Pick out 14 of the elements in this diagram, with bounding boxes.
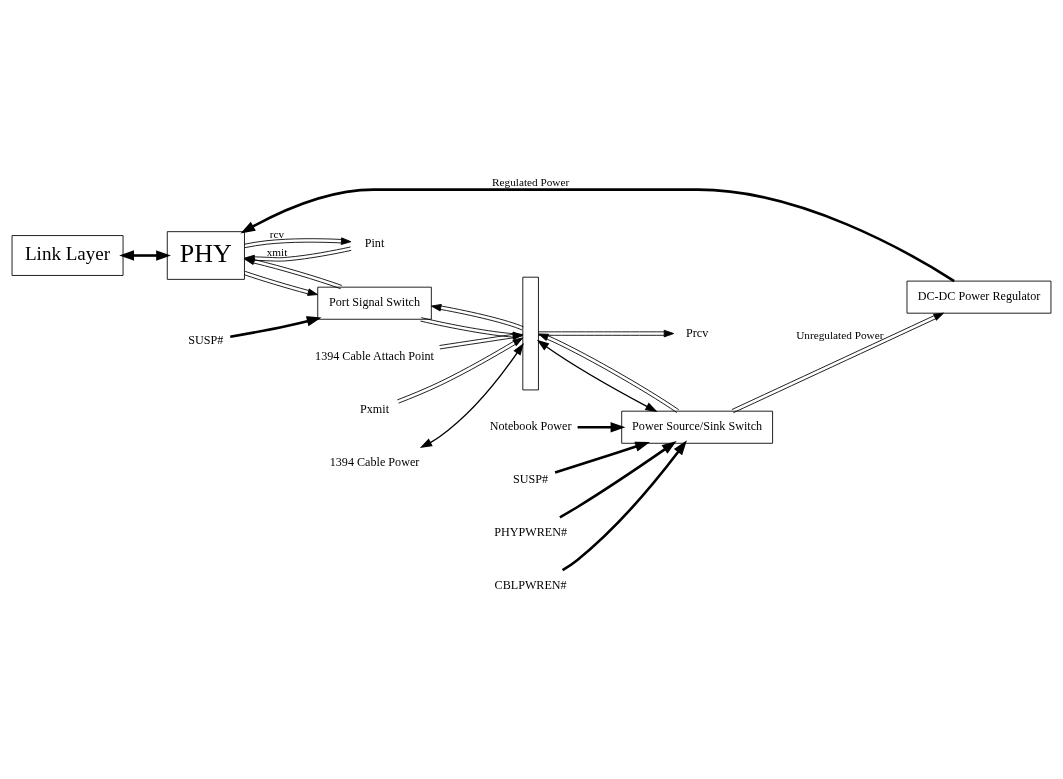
node-text: 1394 Cable Power [329, 454, 420, 469]
edge-label: Regulated Power [491, 176, 570, 189]
node-text: Prcv [686, 325, 709, 340]
node-text: CBLPWREN# [494, 578, 567, 593]
node-text: Notebook Power [489, 419, 572, 434]
edge-label: xmit [266, 245, 288, 258]
node-text: 1394 Cable Attach Point [315, 349, 434, 364]
node-text: Pxmit [360, 402, 390, 417]
node-text: Pint [364, 235, 385, 250]
node-text: SUSP# [188, 332, 224, 347]
edge-label: Unregulated Power [796, 329, 884, 342]
node-text: SUSP# [513, 472, 549, 487]
edge-label: rcv [269, 227, 285, 240]
node-text: PHYPWREN# [494, 525, 568, 540]
